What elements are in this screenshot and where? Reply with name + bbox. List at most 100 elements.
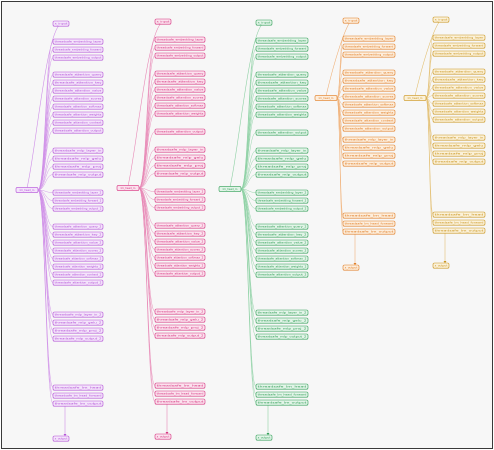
flow-node: threadsafe_attention_output (255, 129, 309, 136)
flow-node-label: x_output (435, 264, 448, 268)
flow-node-label: threadsafe_mlp_proj_2 (258, 327, 307, 331)
flow-node-label: threadsafe_attention_query (435, 70, 484, 74)
flow-node-label: threadsafe_mlp_gelu (435, 144, 484, 148)
flow-node-label: threadsafe_lm_head (55, 386, 102, 390)
flow-node: threadsafe_attention_value (154, 86, 206, 93)
flow-node: threadsafe_attention_weights (52, 111, 104, 118)
flow-node-label: threadsafe_mlp_layer_in (157, 148, 204, 152)
flow-node-label: threadsafe_mlp_output (345, 162, 394, 166)
flow-node-label: threadsafe_attention_output_2 (55, 281, 102, 285)
flow-node: x_output (255, 434, 273, 441)
flow-node: threadsafe_embedding_forward (154, 44, 206, 51)
flow-node: threadsafe_attention_value (255, 87, 309, 94)
flow-node: threadsafe_embedding_layer (432, 34, 486, 41)
flow-node: threadsafe_mlp_gelu (432, 142, 486, 149)
flow-node: threadsafe_attention_output (342, 125, 396, 132)
flow-node: threadsafe_lm_head (52, 384, 104, 391)
flow-node-label: threadsafe_embedding_forward_2 (157, 198, 204, 202)
flow-node-label: threadsafe_mlp_gelu_2 (157, 318, 204, 322)
flow-node: threadsafe_embedding_output (342, 51, 396, 58)
edge (138, 113, 156, 189)
flow-node-label: x_input (345, 19, 358, 23)
flow-node: threadsafe_mlp_proj_2 (52, 327, 104, 334)
edge (240, 114, 257, 190)
edge (37, 189, 54, 339)
flow-node: x_output (52, 435, 70, 442)
flow-node-label: threadsafe_attention_softmax (345, 103, 394, 107)
flow-node-label: threadsafe_attention_scores_2 (258, 249, 307, 253)
flow-node-label: threadsafe_attention_key (258, 81, 307, 85)
flow-node-label: threadsafe_lm_output (345, 230, 394, 234)
flow-node: threadsafe_embedding_forward (52, 46, 104, 53)
flow-node-label: threadsafe_mlp_output (258, 173, 307, 177)
flow-node-label: threadsafe_attention_output (345, 127, 394, 131)
flow-node-label: x_input (258, 21, 271, 25)
flow-node-label: threadsafe_lm_head_forward (435, 221, 484, 225)
flow-node: threadsafe_attention_context (52, 119, 104, 126)
flow-node-label: threadsafe_mlp_gelu_2 (55, 321, 102, 325)
flow-node: threadsafe_mlp_layer_in_2 (154, 308, 206, 315)
flow-node: threadsafe_attention_query (154, 70, 206, 77)
flow-node: threadsafe_attention_query (255, 71, 309, 78)
flow-node: threadsafe_lm_output (255, 399, 309, 406)
flow-node: threadsafe_attention_query (52, 71, 104, 78)
edges-c3 (229, 22, 270, 435)
flow-node-label: threadsafe_mlp_proj (157, 164, 204, 168)
flow-node: threadsafe_embedding_layer (342, 35, 396, 42)
flow-node-label: threadsafe_attention_key_2 (258, 233, 307, 237)
flow-node: threadsafe_attention_output (432, 116, 486, 123)
flow-node: threadsafe_mlp_layer_in (342, 136, 396, 143)
flow-node-label: threadsafe_attention_output_2 (258, 273, 307, 277)
flow-node: threadsafe_lm_output (52, 400, 104, 407)
flow-node-label: threadsafe_embedding_layer (55, 40, 103, 44)
flow-node-label: threadsafe_attention_softmax (157, 104, 204, 108)
flow-node: threadsafe_attention_output_2 (255, 271, 309, 278)
flow-node: threadsafe_attention_output (154, 128, 206, 135)
flow-node-label: threadsafe_attention_value (258, 89, 307, 93)
flow-node: threadsafe_mlp_proj_2 (255, 325, 309, 332)
flow-node-label: threadsafe_mlp_output (55, 173, 102, 177)
flow-node-label: threadsafe_embedding_forward (55, 48, 102, 52)
flow-node: threadsafe_attention_query (342, 69, 396, 76)
edge (138, 187, 156, 402)
flow-node-label: threadsafe_mlp_gelu_2 (258, 319, 307, 323)
flow-node: threadsafe_embedding_forward (342, 43, 396, 50)
column-c2: lm_head_lnx_inputthreadsafe_embedding_la… (116, 18, 206, 440)
edge (336, 97, 344, 164)
flow-node: threadsafe_embedding_output_2 (52, 205, 104, 212)
flow-node-label: threadsafe_lm_head_forward (345, 222, 394, 226)
flow-node: threadsafe_attention_softmax (432, 100, 486, 107)
flow-node: threadsafe_attention_output (52, 127, 104, 134)
flow-node: x_input (342, 17, 360, 24)
flow-node-label: threadsafe_attention_query (345, 71, 394, 75)
flow-node: threadsafe_embedding_forward (432, 42, 486, 49)
flow-node-label: threadsafe_embedding_layer (345, 37, 395, 41)
flow-node-label: threadsafe_attention_key (435, 78, 484, 82)
edge (240, 188, 257, 275)
flow-node-label: threadsafe_attention_key (55, 81, 102, 85)
flow-node: threadsafe_attention_scores_2 (255, 247, 309, 254)
edge (138, 187, 156, 274)
flow-node-label: threadsafe_attention_key_2 (157, 232, 204, 236)
flow-node-label: threadsafe_attention_softmax_2 (157, 256, 204, 260)
edge (425, 53, 434, 99)
flow-node-label: threadsafe_attention_key (345, 79, 394, 83)
flow-node-label: threadsafe_mlp_proj (345, 154, 394, 158)
edge (138, 187, 156, 336)
flow-node: threadsafe_attention_key (432, 76, 486, 83)
flow-node: threadsafe_attention_softmax (255, 103, 309, 110)
flow-node: threadsafe_attention_query_2 (255, 223, 309, 230)
flow-node: threadsafe_embedding_output (432, 50, 486, 57)
flow-node: threadsafe_attention_value (432, 84, 486, 91)
root-node-label: lm_head_ln (20, 188, 35, 192)
flow-node: threadsafe_mlp_layer_in (52, 147, 104, 154)
edge (336, 54, 344, 99)
edge (37, 189, 54, 283)
flow-node: threadsafe_mlp_gelu_2 (255, 317, 309, 324)
flow-node: threadsafe_attention_value (52, 87, 104, 94)
flow-node: threadsafe_mlp_proj (432, 150, 486, 157)
flow-node: threadsafe_embedding_output (52, 54, 104, 61)
root-node-label: lm_head_ln (223, 187, 238, 191)
flow-node: threadsafe_lm_output (432, 227, 486, 234)
flow-node-label: x_input (435, 18, 448, 22)
